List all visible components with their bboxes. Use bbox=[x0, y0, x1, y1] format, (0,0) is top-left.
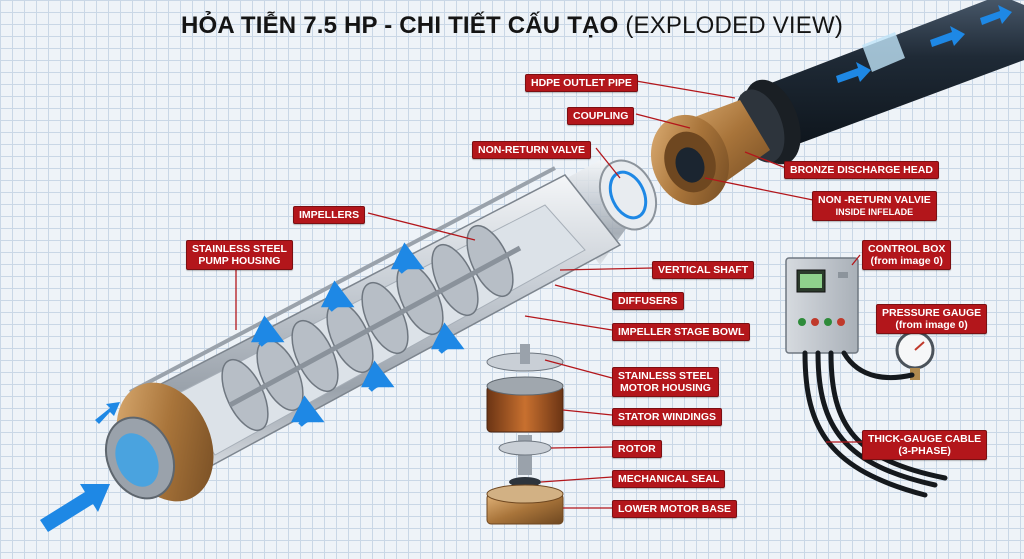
hdpe-outlet-pipe bbox=[740, 0, 1024, 150]
label-lower-motor-base: LOWER MOTOR BASE bbox=[612, 500, 737, 518]
label-vertical-shaft: VERTICAL SHAFT bbox=[652, 261, 755, 279]
label-text: STATOR WINDINGS bbox=[618, 411, 716, 423]
label-pressure-gauge: PRESSURE GAUGE (from image 0) bbox=[876, 304, 988, 334]
label-bronze-discharge-head: BRONZE DISCHARGE HEAD bbox=[784, 161, 939, 179]
label-thick-gauge-cable: THICK-GAUGE CABLE (3-PHASE) bbox=[862, 430, 988, 460]
label-text-line-1: CONTROL BOX bbox=[868, 243, 946, 255]
bronze-discharge-head bbox=[650, 100, 770, 206]
label-text: DIFFUSERS bbox=[618, 295, 678, 307]
diagram-title: HỎA TIỄN 7.5 HP - CHI TIẾT CẤU TẠO (EXPL… bbox=[0, 12, 1024, 40]
label-text: LOWER MOTOR BASE bbox=[618, 503, 731, 515]
label-text: VERTICAL SHAFT bbox=[658, 264, 749, 276]
label-text-line-2: (from image 0) bbox=[895, 319, 968, 331]
control-box bbox=[785, 257, 859, 354]
label-non-return-valve: NON-RETURN VALVE bbox=[472, 141, 591, 159]
label-stainless-pump-housing: STAINLESS STEEL PUMP HOUSING bbox=[186, 240, 293, 270]
label-text: IMPELLER STAGE BOWL bbox=[618, 326, 745, 338]
three-phase-cable bbox=[802, 350, 948, 498]
label-coupling: COUPLING bbox=[567, 107, 635, 125]
motor-components bbox=[486, 344, 564, 525]
label-text-line-2: MOTOR HOUSING bbox=[620, 382, 711, 394]
label-text: MECHANICAL SEAL bbox=[618, 473, 720, 485]
label-text: HDPE OUTLET PIPE bbox=[531, 77, 632, 89]
label-text-line-1: STAINLESS STEEL bbox=[618, 370, 713, 382]
label-control-box: CONTROL BOX (from image 0) bbox=[862, 240, 952, 270]
label-stainless-motor-housing: STAINLESS STEEL MOTOR HOUSING bbox=[612, 367, 719, 397]
label-text-line-1: NON -RETURN VALVIE bbox=[818, 194, 931, 206]
label-text-line-2: (from image 0) bbox=[870, 255, 943, 267]
title-main: HỎA TIỄN 7.5 HP - CHI TIẾT CẤU TẠO bbox=[180, 12, 619, 39]
pressure-gauge bbox=[895, 330, 935, 380]
pump-inlet bbox=[104, 382, 214, 502]
label-non-return-valve-inside: NON -RETURN VALVIE INSIDE INFELADE bbox=[812, 191, 937, 221]
inlet-flow-arrow bbox=[40, 402, 120, 532]
label-stator-windings: STATOR WINDINGS bbox=[612, 408, 722, 426]
label-mechanical-seal: MECHANICAL SEAL bbox=[612, 470, 726, 488]
title-sub: (EXPLODED VIEW) bbox=[618, 12, 844, 39]
label-text-line-1: STAINLESS STEEL bbox=[192, 243, 287, 255]
label-text-line-1: PRESSURE GAUGE bbox=[882, 307, 982, 319]
label-hdpe-outlet-pipe: HDPE OUTLET PIPE bbox=[525, 74, 638, 92]
label-text-line-1: THICK-GAUGE CABLE bbox=[868, 433, 982, 445]
label-impellers: IMPELLERS bbox=[293, 206, 366, 224]
label-text-line-2: PUMP HOUSING bbox=[198, 255, 281, 267]
pump-housing-assembly bbox=[128, 166, 622, 481]
label-text: BRONZE DISCHARGE HEAD bbox=[790, 164, 933, 176]
label-text-line-2: INSIDE INFELADE bbox=[835, 207, 914, 217]
label-text-line-2: (3-PHASE) bbox=[898, 445, 951, 457]
leader-lines bbox=[235, 80, 914, 509]
label-text: ROTOR bbox=[618, 443, 656, 455]
label-impeller-stage-bowl: IMPELLER STAGE BOWL bbox=[612, 323, 751, 341]
label-text: NON-RETURN VALVE bbox=[478, 144, 585, 156]
label-text: COUPLING bbox=[573, 110, 629, 122]
label-text: IMPELLERS bbox=[299, 209, 360, 221]
label-diffusers: DIFFUSERS bbox=[612, 292, 684, 310]
label-rotor: ROTOR bbox=[612, 440, 662, 458]
